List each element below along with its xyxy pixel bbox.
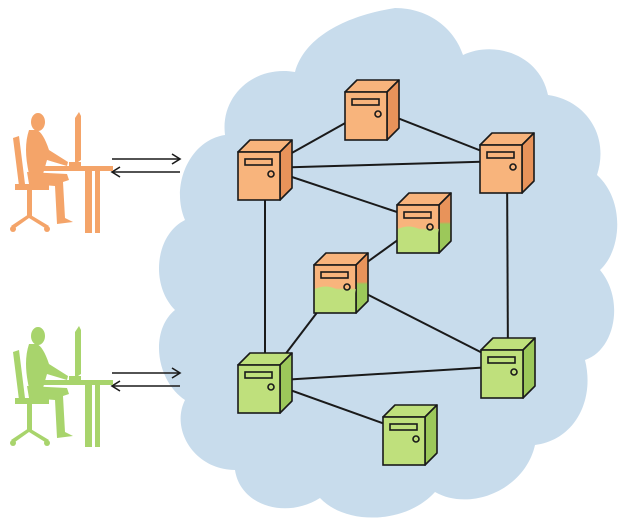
- user-orange-person-at-computer-icon: [10, 112, 113, 233]
- link-s-mid-left-s-lower-right: [340, 280, 509, 367]
- server-icon: [479, 132, 535, 194]
- server-icon: [480, 337, 536, 399]
- link-s-lower-left-s-lower-right: [264, 365, 509, 382]
- server-icon: [237, 139, 293, 201]
- servers: [237, 79, 536, 466]
- server-icon: [237, 352, 293, 414]
- server-icon: [396, 192, 452, 254]
- server-icon: [313, 252, 369, 314]
- link-s-upper-left-s-upper-right: [264, 160, 508, 169]
- server-icon: [382, 404, 438, 466]
- bidirectional-arrows-orange-user: [110, 153, 182, 178]
- link-s-upper-right-s-lower-right: [506, 160, 509, 367]
- bidirectional-arrows-green-user: [110, 367, 182, 392]
- server-icon: [344, 79, 400, 141]
- user-green-person-at-computer-icon: [10, 326, 113, 447]
